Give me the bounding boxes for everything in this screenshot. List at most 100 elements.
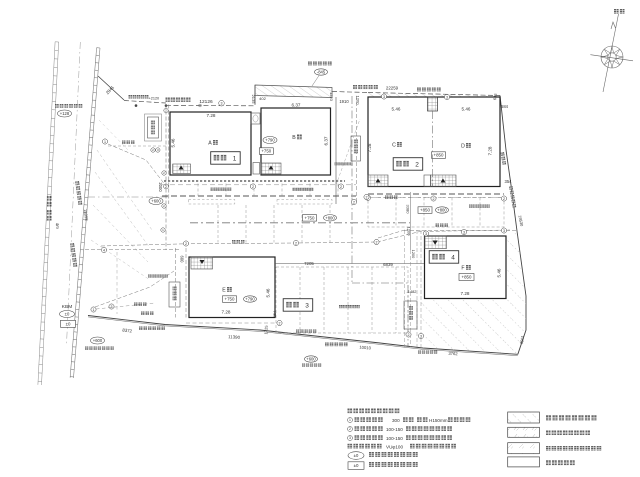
svg-text:KBM: KBM <box>62 304 72 310</box>
svg-text:2: 2 <box>366 195 368 199</box>
svg-text:3: 3 <box>349 436 351 440</box>
svg-text:2: 2 <box>165 185 167 189</box>
svg-text:6.37: 6.37 <box>324 136 329 145</box>
svg-text:2: 2 <box>408 333 410 337</box>
svg-text:+850: +850 <box>420 208 430 213</box>
svg-text:H150mm: H150mm <box>429 418 448 423</box>
svg-text:2941: 2941 <box>105 84 116 95</box>
svg-text:4m: 4m <box>55 222 61 229</box>
svg-text:1200: 1200 <box>407 227 412 237</box>
svg-text:354: 354 <box>505 179 513 184</box>
svg-text:C: C <box>392 143 396 149</box>
svg-text:1: 1 <box>104 140 106 144</box>
svg-text:354: 354 <box>273 311 277 317</box>
svg-text:+790: +790 <box>245 297 255 302</box>
svg-text:+800: +800 <box>325 215 335 220</box>
svg-text:E: E <box>222 288 226 294</box>
svg-text:100-150: 100-150 <box>386 427 403 432</box>
svg-text:A: A <box>208 141 212 147</box>
svg-text:3: 3 <box>221 102 223 106</box>
svg-text:3: 3 <box>305 302 309 309</box>
svg-text:+128: +128 <box>60 111 70 116</box>
svg-text:2: 2 <box>353 200 355 204</box>
svg-text:1: 1 <box>93 308 95 312</box>
svg-text:2: 2 <box>163 204 165 208</box>
svg-text:6839: 6839 <box>383 262 393 267</box>
svg-text:3: 3 <box>157 148 159 152</box>
svg-text:7.28: 7.28 <box>461 291 470 296</box>
svg-text:11390: 11390 <box>228 334 241 340</box>
svg-text:1: 1 <box>162 228 164 232</box>
svg-text:300: 300 <box>392 418 400 423</box>
svg-text:2: 2 <box>152 148 154 152</box>
svg-text:3501: 3501 <box>519 334 525 344</box>
svg-text:1725: 1725 <box>263 325 268 335</box>
svg-text:3762: 3762 <box>448 351 458 357</box>
svg-text:B: B <box>292 135 296 141</box>
svg-text:1223: 1223 <box>329 92 334 102</box>
svg-text:2: 2 <box>340 185 342 189</box>
svg-text:2: 2 <box>376 240 378 244</box>
svg-text:5.46: 5.46 <box>497 268 502 277</box>
svg-text:4: 4 <box>451 254 455 261</box>
svg-text:+800: +800 <box>437 208 447 213</box>
svg-text:3: 3 <box>111 305 113 309</box>
svg-text:3: 3 <box>425 232 427 236</box>
svg-text:3: 3 <box>503 229 505 233</box>
svg-text:100-150: 100-150 <box>386 436 403 441</box>
svg-text:-845: -845 <box>317 70 326 75</box>
svg-text:8372: 8372 <box>122 327 133 333</box>
svg-text:+2120: +2120 <box>149 97 160 101</box>
svg-text:-1482: -1482 <box>407 289 417 294</box>
svg-text:5.46: 5.46 <box>266 288 271 297</box>
svg-text:3: 3 <box>463 230 465 234</box>
svg-text:19530: 19530 <box>518 215 525 228</box>
svg-text:+600: +600 <box>151 199 161 204</box>
svg-text:±0: ±0 <box>66 321 71 326</box>
svg-text:+850: +850 <box>434 153 444 158</box>
svg-text:584: 584 <box>501 104 509 109</box>
svg-text:2: 2 <box>279 321 281 325</box>
svg-text:2135: 2135 <box>251 95 256 105</box>
svg-text:2: 2 <box>165 109 167 113</box>
svg-text:5.46: 5.46 <box>462 107 471 112</box>
svg-text:+600: +600 <box>306 357 316 362</box>
svg-text:7.28: 7.28 <box>367 143 372 152</box>
svg-text:7205: 7205 <box>304 261 314 266</box>
svg-text:4: 4 <box>103 248 105 252</box>
svg-text:2: 2 <box>185 242 187 246</box>
svg-text:2: 2 <box>415 161 419 168</box>
svg-text:1910: 1910 <box>339 99 349 104</box>
svg-text:3: 3 <box>383 95 385 99</box>
svg-text:7.28: 7.28 <box>222 310 231 315</box>
svg-text:5.46: 5.46 <box>171 138 176 147</box>
svg-text:+750: +750 <box>305 215 315 220</box>
svg-text:402: 402 <box>259 96 266 101</box>
svg-text:2: 2 <box>252 185 254 189</box>
svg-text:3: 3 <box>446 95 448 99</box>
svg-text:1: 1 <box>233 155 237 162</box>
svg-text:+750: +750 <box>225 297 235 302</box>
svg-text:3380: 3380 <box>406 205 411 215</box>
svg-text:+750: +750 <box>261 149 271 154</box>
svg-text:+790: +790 <box>265 138 275 143</box>
svg-text:F: F <box>461 266 464 272</box>
svg-text:2: 2 <box>295 241 297 245</box>
svg-text:636: 636 <box>492 92 498 100</box>
svg-text:D: D <box>461 144 465 150</box>
svg-text:+850: +850 <box>462 275 472 280</box>
svg-text:22259: 22259 <box>386 86 399 91</box>
svg-text:7.28: 7.28 <box>207 113 216 118</box>
svg-text:3: 3 <box>420 334 422 338</box>
svg-text:2: 2 <box>433 197 435 201</box>
svg-text:±0: ±0 <box>354 463 359 468</box>
svg-text:7.28: 7.28 <box>488 146 493 155</box>
svg-text:15998: 15998 <box>83 209 90 222</box>
svg-text:10010: 10010 <box>359 345 372 351</box>
svg-text:2: 2 <box>503 197 505 201</box>
svg-text:2: 2 <box>349 427 351 431</box>
svg-text:12126: 12126 <box>199 99 213 105</box>
svg-text:1: 1 <box>349 418 351 422</box>
svg-text:VUφ100: VUφ100 <box>386 445 403 450</box>
svg-text:±0: ±0 <box>65 312 70 317</box>
